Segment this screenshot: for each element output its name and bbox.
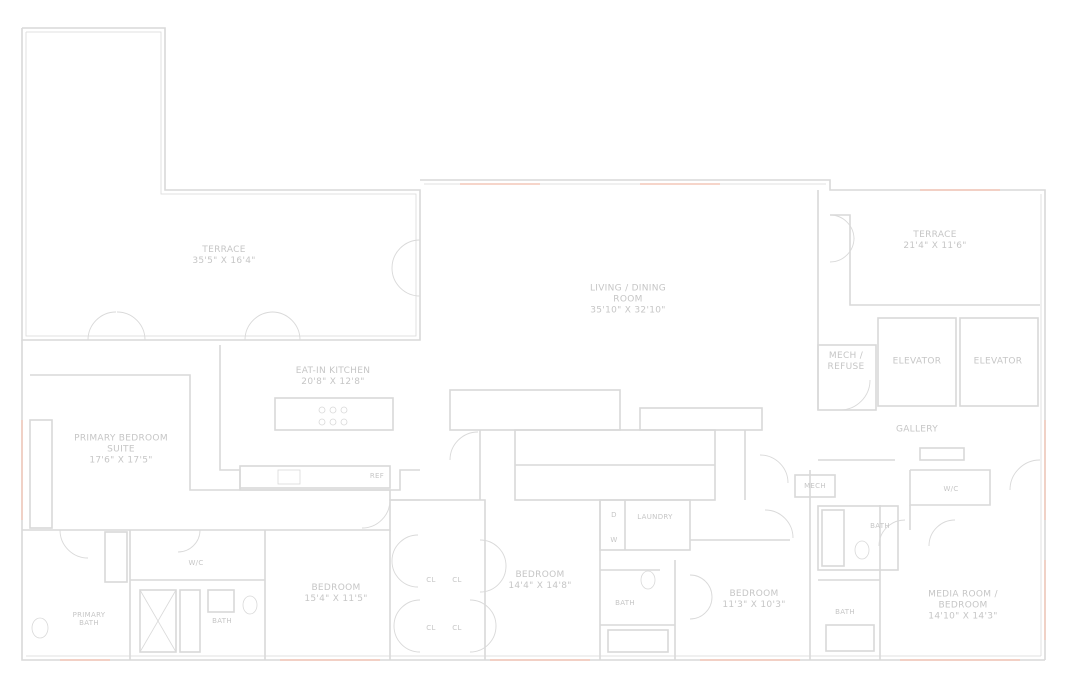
primary-suite-label: PRIMARY BEDROOM SUITE 17'6" x 17'5" [74,433,168,466]
dryer-label: D [611,511,617,519]
bath-1-label: BATH [212,617,232,625]
windows [21,183,1046,661]
walls [21,27,1046,661]
doors [59,214,1041,653]
wic-west-label: W/C [188,559,204,567]
bedroom-2-label: BEDROOM 14'4" x 14'8" [508,570,572,591]
fixtures [31,406,870,639]
living-dining-label: LIVING / DINING ROOM 35'10" x 32'10" [589,283,667,316]
bedroom-3-label: BEDROOM 11'3" x 10'3" [722,589,786,610]
closet-2-label: CL [452,576,462,584]
wic-east-label: W/C [943,485,959,493]
mech-label: MECH [804,482,826,490]
washer-label: W [610,536,618,544]
elevator-2-label: ELEVATOR [973,356,1023,367]
bath-2-label: BATH [615,599,635,607]
terrace-east-label: TERRACE 21'4" x 11'6" [903,230,967,251]
bedroom-1-label: BEDROOM 15'4" x 11'5" [304,583,368,604]
media-room-label: MEDIA ROOM / BEDROOM 14'10" x 14'3" [928,589,998,622]
closet-1-label: CL [426,576,436,584]
gallery-label: GALLERY [895,424,939,435]
closet-3-label: CL [426,624,436,632]
kitchen-label: EAT-IN KITCHEN 20'8" x 12'8" [295,366,371,387]
mech-refuse-label: MECH / REFUSE [827,351,865,372]
elevator-1-label: ELEVATOR [892,356,942,367]
bath-east-label: BATH [870,522,890,530]
ref-label: REF [369,472,385,480]
closet-4-label: CL [452,624,462,632]
primary-bath-label: PRIMARY BATH [72,611,106,627]
terrace-west-label: TERRACE 35'5" x 16'4" [192,245,256,266]
laundry-label: LAUNDRY [637,513,673,521]
bath-3-label: BATH [835,608,855,616]
